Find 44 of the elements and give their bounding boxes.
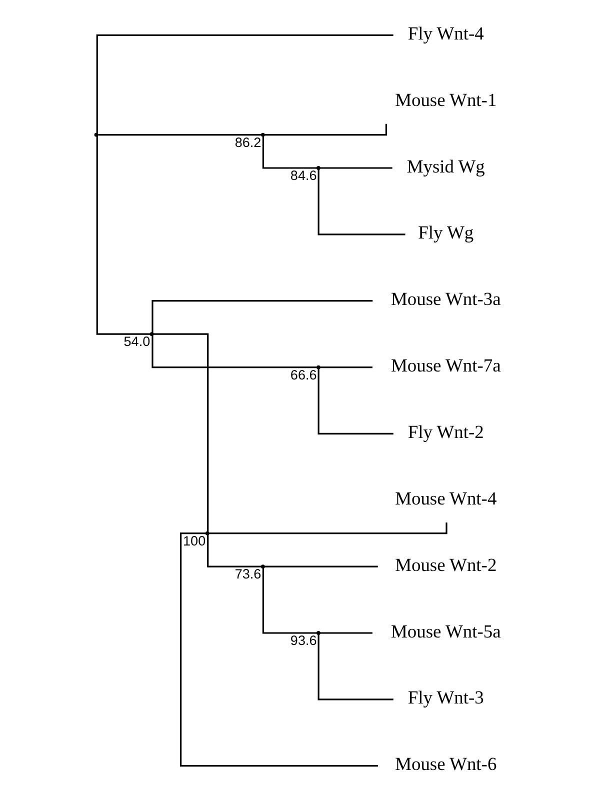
connector [319, 366, 372, 368]
connector [317, 634, 393, 700]
node-text: Fly Wg [418, 222, 474, 243]
node-label: 73.6 [234, 566, 261, 582]
node-point [260, 564, 264, 569]
node-text: Fly Wnt-4 [407, 23, 484, 44]
connector [151, 300, 372, 333]
connector [319, 632, 372, 634]
connector [319, 167, 392, 169]
node-text: Mouse Wnt-5a [390, 621, 500, 642]
connector [264, 566, 378, 568]
node-text: Fly Wnt-2 [407, 422, 484, 442]
connector [206, 534, 262, 568]
node-label: 54.0 [123, 334, 150, 350]
node-text: Mouse Wnt-3a [390, 289, 500, 310]
node-label: 84.6 [290, 168, 316, 184]
connector [151, 336, 316, 368]
node-point [316, 631, 320, 635]
node-point [316, 365, 320, 370]
node-point [260, 132, 264, 137]
node-text: Mysid Wg [406, 156, 484, 176]
node-point [204, 531, 209, 536]
node-text: Mouse Wnt-1 [394, 90, 496, 110]
node-point [94, 132, 98, 137]
connector [152, 333, 208, 532]
connector [317, 170, 405, 236]
node-point [149, 332, 154, 336]
node-text: Mouse Wnt-4 [394, 488, 496, 508]
node-label: 100 [182, 534, 206, 549]
node-label: 66.6 [290, 367, 316, 382]
connector [317, 368, 393, 435]
node-point [316, 166, 320, 170]
node-label: 93.6 [290, 633, 316, 648]
node-text: Mouse Wnt-6 [394, 754, 496, 774]
connector [96, 136, 150, 335]
node-label: 86.2 [234, 134, 261, 150]
connector [179, 532, 378, 767]
connector [98, 134, 261, 136]
node-text: Fly Wnt-3 [407, 688, 484, 708]
node-text: Mouse Wnt-2 [394, 554, 496, 575]
connector [262, 568, 317, 634]
node-text: Mouse Wnt-7a [390, 356, 500, 376]
connector [96, 34, 393, 134]
connector [262, 136, 317, 169]
